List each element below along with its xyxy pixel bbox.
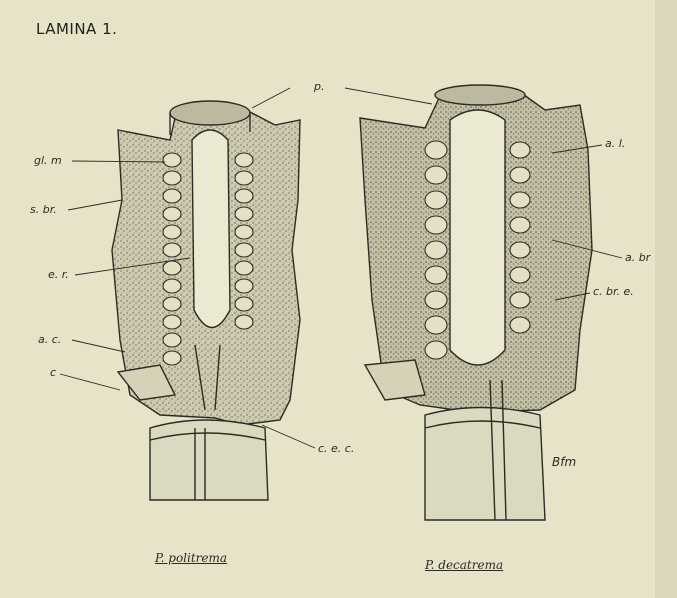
label-a-l: a. l. (605, 137, 625, 150)
label-a-br: a. br (625, 251, 650, 264)
artist-signature: Bfm (552, 455, 576, 469)
label-gl-m: gl. m (34, 154, 62, 167)
label-e-r: e. r. (48, 268, 69, 281)
caption-right: P. decatrema (425, 558, 503, 572)
label-p: p. (314, 80, 324, 93)
label-c: c (50, 366, 56, 379)
plate-title: LAMINA 1. (36, 20, 117, 38)
label-c-br-e: c. br. e. (593, 285, 634, 298)
label-a-c: a. c. (38, 333, 61, 346)
label-c-e-c: c. e. c. (318, 442, 354, 455)
left-specimen (112, 101, 300, 500)
label-s-br: s. br. (30, 203, 57, 216)
caption-left: P. politrema (155, 551, 227, 565)
